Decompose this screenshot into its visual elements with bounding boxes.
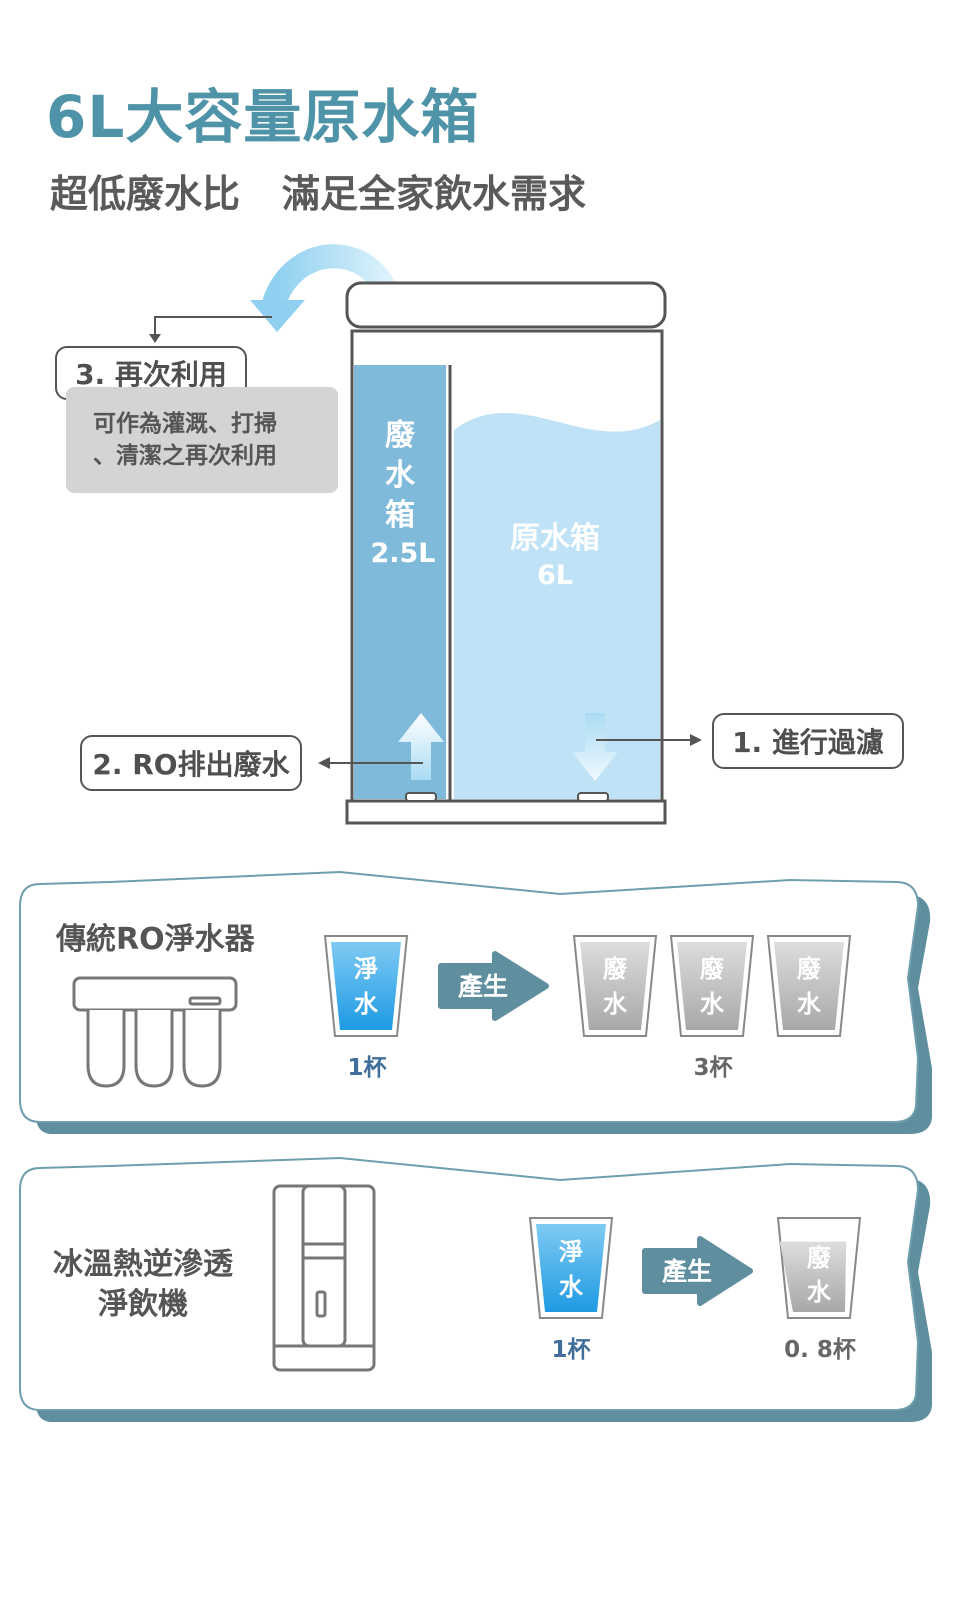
waste-cup-char: 水 — [700, 990, 725, 1018]
waste-cup-char: 水 — [807, 1278, 832, 1306]
traditional-waste-count: 3杯 — [693, 1055, 733, 1081]
raw-tank-fill — [454, 412, 660, 799]
pure-cup-char: 水 — [354, 990, 379, 1018]
pure-cup-char: 淨 — [559, 1238, 583, 1266]
reuse-note-line2: 、清潔之再次利用 — [93, 443, 277, 469]
tank-diagram — [149, 244, 702, 825]
traditional-ro-title: 傳統RO淨水器 — [56, 922, 255, 957]
produce-label: 產生 — [662, 1257, 712, 1286]
produce-arrow-icon: 產生 — [642, 1236, 753, 1306]
icehot-pure-count: 1杯 — [551, 1337, 591, 1363]
page-title: 6L大容量原水箱 — [46, 83, 480, 151]
step3-connector — [154, 316, 272, 338]
waste-tank-char: 箱 — [385, 498, 415, 533]
produce-label: 產生 — [458, 972, 508, 1001]
subtitle-right: 滿足全家飲水需求 — [282, 172, 587, 216]
icehot-title-line2: 淨飲機 — [98, 1287, 188, 1322]
reuse-note-line1: 可作為灌溉、打掃 — [93, 411, 277, 437]
icehot-title-line1: 冰溫熱逆滲透 — [53, 1247, 233, 1282]
down-arrow-icon — [572, 713, 618, 781]
subtitle-left: 超低廢水比 — [50, 172, 241, 216]
step2-label: 2. RO排出廢水 — [80, 735, 302, 791]
pure-cup-char: 水 — [559, 1273, 584, 1301]
up-arrow-icon — [398, 713, 444, 780]
waste-tank-label: 廢 水 箱 — [356, 416, 444, 536]
waste-cup-char: 水 — [797, 990, 822, 1018]
waste-cup-char: 廢 — [797, 955, 822, 983]
waste-water-cup-icon: 廢水 — [766, 935, 852, 1037]
step1-label: 1. 進行過濾 — [712, 713, 904, 769]
waste-water-cup-icon: 廢水 — [669, 935, 755, 1037]
raw-tank-label: 原水箱 — [510, 521, 600, 556]
pure-cup-char: 淨 — [354, 955, 378, 983]
icehot-ro-title: 冰溫熱逆滲透 淨飲機 — [38, 1245, 248, 1325]
page-subtitle: 超低廢水比滿足全家飲水需求 — [50, 163, 586, 218]
produce-arrow-icon: 產生 — [438, 951, 549, 1021]
icehot-waste-count: 0. 8杯 — [784, 1337, 856, 1363]
pure-water-cup-icon: 淨 水 — [528, 1217, 614, 1319]
waste-cup-char: 廢 — [700, 955, 725, 983]
water-dispenser-icon — [272, 1184, 376, 1372]
traditional-pure-count: 1杯 — [347, 1055, 387, 1081]
waste-tank-capacity: 2.5L — [370, 538, 436, 569]
waste-cup-char: 廢 — [603, 955, 628, 983]
raw-tank-capacity: 6L — [537, 560, 573, 591]
pure-water-cup-icon: 淨 水 — [323, 935, 409, 1037]
water-tank-body — [345, 281, 667, 825]
waste-tank-char: 水 — [385, 458, 415, 493]
ro-filter-icon — [72, 976, 238, 1088]
waste-cup-char: 水 — [603, 990, 628, 1018]
waste-tank-char: 廢 — [385, 418, 415, 453]
waste-water-cup-icon: 廢 水 — [776, 1217, 862, 1319]
waste-cup-char: 廢 — [807, 1244, 832, 1272]
reuse-note: 可作為灌溉、打掃 、清潔之再次利用 — [66, 387, 338, 493]
icehot-ro-panel — [19, 1156, 933, 1422]
waste-water-cup-icon: 廢水 — [572, 935, 658, 1037]
